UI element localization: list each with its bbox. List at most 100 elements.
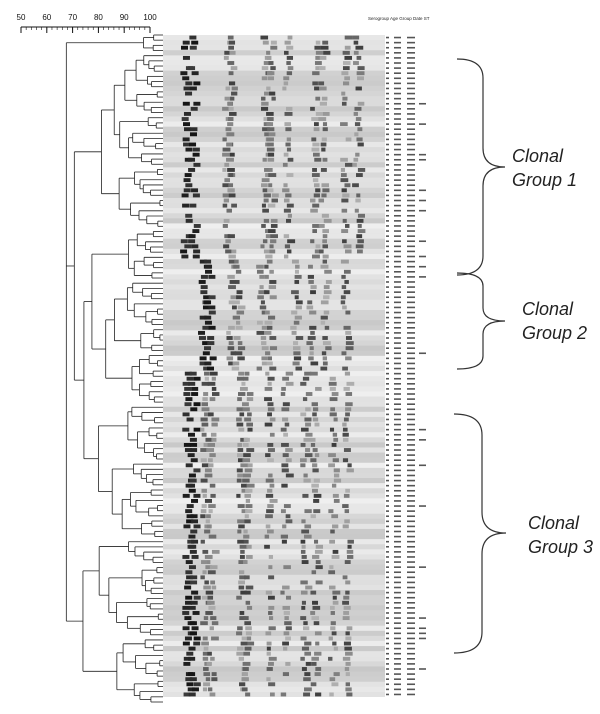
gel-band (206, 560, 211, 564)
gel-band (198, 280, 206, 284)
gel-band (305, 585, 313, 590)
gel-lane (163, 121, 385, 127)
gel-band (192, 193, 200, 198)
clonal-group-1-line2: Group 1 (512, 170, 578, 190)
gel-band (304, 672, 311, 677)
gel-band (200, 285, 208, 290)
gel-band (332, 590, 341, 595)
gel-band (184, 585, 192, 590)
gel-band (295, 336, 304, 340)
gel-band (204, 468, 212, 473)
gel-band (285, 458, 292, 463)
gel-band (245, 504, 253, 508)
gel-band (322, 244, 328, 249)
gel-band (211, 636, 219, 641)
gel-lane (163, 579, 385, 586)
gel-band (238, 585, 245, 590)
gel-band (188, 239, 196, 244)
gel-band (228, 361, 235, 366)
scale-tick-label: 50 (16, 13, 26, 22)
gel-band (186, 651, 194, 656)
gel-band (300, 539, 306, 544)
gel-band (343, 605, 351, 610)
gel-band (353, 61, 359, 65)
gel-band (205, 519, 210, 524)
gel-band (241, 509, 248, 514)
gel-band (265, 514, 273, 519)
gel-band (199, 356, 207, 361)
gel-band (263, 249, 270, 254)
gel-band (283, 611, 290, 615)
gel-band (198, 330, 206, 335)
gel-band (208, 310, 216, 315)
gel-band (266, 55, 272, 60)
gel-band (310, 208, 318, 213)
gel-band (282, 605, 290, 610)
gel-band (190, 127, 198, 132)
gel-band (243, 651, 251, 656)
gel-band (243, 529, 248, 534)
gel-band (330, 407, 336, 412)
gel-band (266, 111, 274, 116)
gel-band (201, 641, 209, 646)
gel-band (245, 488, 253, 493)
gel-band (281, 442, 289, 447)
gel-band (280, 590, 285, 595)
gel-lane (163, 274, 385, 280)
gel-band (314, 86, 321, 91)
gel-band (208, 463, 214, 468)
gel-band (201, 488, 207, 493)
gel-band (222, 168, 227, 172)
gel-band (209, 565, 218, 570)
gel-lane (163, 615, 385, 621)
gel-band (328, 636, 333, 641)
gel-band (190, 458, 198, 463)
gel-band (310, 442, 316, 447)
gel-band (235, 269, 242, 274)
gel-band (193, 162, 201, 167)
gel-band (242, 478, 250, 483)
gel-band (236, 376, 244, 381)
gel-band (204, 315, 212, 320)
gel-band (238, 427, 245, 432)
gel-band (353, 50, 359, 55)
gel-band (231, 366, 240, 371)
gel-lane (163, 411, 385, 418)
gel-band (315, 96, 321, 101)
gel-band (314, 422, 320, 427)
gel-band (231, 249, 237, 254)
gel-band (314, 631, 322, 636)
gel-lane (163, 600, 385, 606)
gel-band (200, 621, 208, 626)
gel-band (320, 168, 327, 172)
gel-band (242, 667, 249, 671)
gel-band (208, 325, 216, 330)
gel-band (332, 549, 339, 554)
gel-band (246, 636, 252, 641)
gel-band (236, 407, 244, 412)
gel-band (357, 239, 364, 244)
gel-band (243, 437, 250, 442)
gel-band (287, 157, 294, 162)
gel-band (246, 422, 253, 427)
gel-band (294, 295, 299, 300)
gel-band (340, 157, 348, 162)
gel-band (266, 137, 274, 142)
gel-band (321, 137, 327, 142)
gel-band (322, 336, 328, 340)
gel-band (318, 66, 326, 71)
gel-band (321, 183, 330, 188)
gel-band (244, 575, 250, 580)
gel-band (210, 580, 216, 585)
gel-band (314, 61, 322, 65)
gel-band (282, 641, 289, 646)
gel-band (340, 178, 349, 183)
gel-band (232, 300, 240, 305)
gel-band (311, 173, 320, 177)
gel-band (208, 305, 216, 310)
gel-band (207, 600, 215, 605)
gel-lane (163, 304, 385, 311)
gel-band (191, 386, 199, 391)
gel-band (342, 437, 349, 442)
gel-band (244, 493, 251, 498)
